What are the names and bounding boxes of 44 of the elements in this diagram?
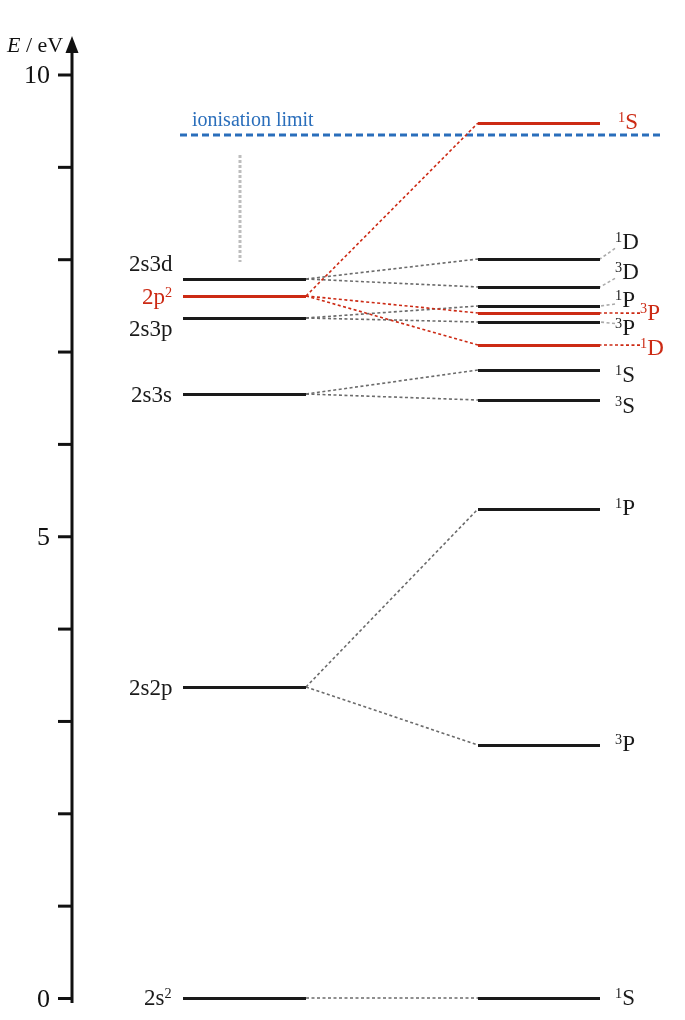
dotted-connector [305, 317, 479, 323]
energy-level-line [478, 343, 600, 347]
level-label: $^{3}$P [640, 300, 660, 324]
level-label: 2s$^{2}$ [144, 985, 172, 1009]
level-label: $^{3}$D [615, 259, 639, 283]
level-label: 2s3p [129, 316, 173, 340]
level-label: 2s3s [131, 382, 172, 406]
energy-level-line [478, 257, 600, 261]
level-label: $^{1}$S [618, 109, 638, 133]
level-label: 2s2p [129, 675, 173, 699]
leader-line [599, 344, 641, 346]
tick-label: 10 [24, 62, 50, 88]
level-label: $^{1}$D [615, 229, 639, 253]
level-label: $^{1}$S [615, 985, 635, 1009]
leader-line [599, 277, 616, 288]
dotted-connector [305, 295, 479, 314]
level-label: $^{1}$S [615, 362, 635, 386]
energy-level-line [478, 285, 600, 289]
energy-level-line [478, 320, 600, 324]
dotted-connector [305, 278, 479, 288]
level-label: $^{1}$P [615, 495, 635, 519]
level-label: 2p$^{2}$ [142, 284, 173, 308]
tick-label: 5 [37, 523, 50, 550]
dotted-connector [305, 122, 479, 297]
dotted-connector [305, 686, 479, 746]
dotted-connector [305, 997, 479, 999]
leader-line [599, 312, 641, 314]
energy-level-line [478, 311, 600, 315]
level-label: $^{1}$D [640, 335, 664, 359]
level-label: 2s3d [129, 251, 173, 275]
level-label: $^{1}$P [615, 287, 635, 311]
dotted-connector [305, 393, 479, 401]
level-label: $^{3}$S [615, 393, 635, 417]
dotted-connector [305, 508, 479, 688]
level-label: $^{3}$P [615, 315, 635, 339]
limit-label: ionisation limit [192, 109, 314, 129]
leader-line [599, 303, 616, 307]
level-label: $^{3}$P [615, 731, 635, 755]
leader-line [599, 247, 616, 260]
leader-line [599, 321, 616, 325]
axis-title: E / eV [7, 34, 64, 56]
energy-level-line [478, 304, 600, 308]
tick-label: 0 [37, 985, 50, 1012]
dotted-connector [305, 295, 479, 346]
